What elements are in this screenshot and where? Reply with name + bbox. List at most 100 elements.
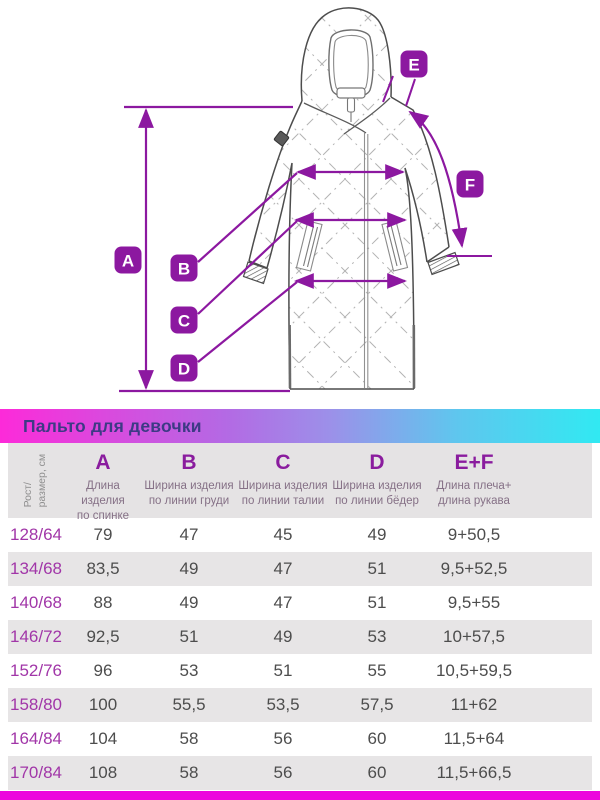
- badge-a: [114, 246, 142, 274]
- badge-b: [170, 254, 198, 282]
- corner-header-label: Рост/ размер, см: [22, 453, 48, 508]
- value-cell: 58: [179, 729, 199, 748]
- column-header-C: C Ширина изделия по линии талии: [236, 443, 330, 518]
- value-cell: 49: [179, 593, 199, 612]
- value-cell: 11,5+66,5: [436, 763, 512, 782]
- column-description: Длина изделия по спинке: [76, 480, 130, 522]
- badge-f: [456, 170, 484, 198]
- value-cell: 60: [367, 763, 387, 782]
- badge-d-label: D: [178, 360, 190, 379]
- value-cell: 51: [179, 627, 199, 646]
- value-cell: 11+62: [450, 695, 498, 714]
- column-letter: C: [275, 451, 291, 474]
- leader-c: [197, 220, 298, 315]
- value-cell: 10,5+59,5: [435, 661, 513, 680]
- value-cell: 9+50,5: [447, 525, 501, 544]
- value-cell: 9,5+52,5: [440, 559, 508, 578]
- size-cell: 170/84: [10, 763, 62, 782]
- value-cell: 57,5: [360, 695, 394, 714]
- value-cell: 56: [273, 763, 293, 782]
- product-banner: Пальто для девочки: [0, 409, 600, 443]
- column-header-A: A Длина изделия по спинке: [64, 443, 142, 522]
- corner-header: Рост/ размер, см: [8, 443, 64, 518]
- size-cell: 140/68: [10, 593, 62, 612]
- table-row: 158/80 100 55,5 53,5 57,5 11+62: [8, 688, 592, 722]
- value-cell: 100: [88, 695, 118, 714]
- value-cell: 96: [93, 661, 113, 680]
- size-cell: 134/68: [10, 559, 62, 578]
- badge-d: [170, 354, 198, 382]
- value-cell: 49: [367, 525, 387, 544]
- sleeve-patch: [273, 130, 290, 147]
- measurement-badges: A B C D E F: [114, 50, 484, 382]
- value-cell: 9,5+55: [447, 593, 501, 612]
- value-cell: 11,5+64: [443, 729, 505, 748]
- hood-opening: [328, 29, 374, 122]
- tick-e-shoulder: [405, 78, 416, 107]
- value-cell: 51: [273, 661, 293, 680]
- coat-measurement-diagram: A B C D E F: [114, 7, 492, 393]
- badge-c: [170, 306, 198, 334]
- value-cell: 79: [93, 525, 113, 544]
- badge-c-label: C: [178, 312, 190, 331]
- leader-b: [197, 172, 298, 263]
- value-cell: 10+57,5: [443, 627, 505, 646]
- value-cell: 47: [273, 559, 293, 578]
- coat-drawing: A B C D E F: [114, 7, 492, 393]
- product-title: Пальто для девочки: [23, 415, 202, 436]
- value-cell: 92,5: [86, 627, 120, 646]
- tick-e-neck: [382, 75, 394, 103]
- leader-d: [197, 281, 298, 363]
- column-header-E+F: E+F Длина плеча+ длина рукава: [424, 443, 592, 518]
- column-header-D: D Ширина изделия по линии бёдер: [330, 443, 424, 518]
- column-letter: B: [181, 451, 197, 474]
- column-description: Длина плеча+ длина рукава: [436, 480, 512, 507]
- value-cell: 53,5: [266, 695, 300, 714]
- badge-b-label: B: [178, 260, 190, 279]
- value-cell: 45: [273, 525, 293, 544]
- side-seams: [288, 324, 416, 389]
- column-description: Ширина изделия по линии груди: [144, 480, 234, 507]
- size-cell: 158/80: [10, 695, 62, 714]
- value-cell: 88: [93, 593, 113, 612]
- value-cell: 58: [179, 763, 199, 782]
- column-description: Ширина изделия по линии бёдер: [332, 480, 422, 507]
- table-row: 170/84 108 58 56 60 11,5+66,5: [8, 756, 592, 790]
- badge-e: [400, 50, 428, 78]
- column-letter: D: [369, 451, 385, 474]
- measurement-lines: [119, 75, 492, 393]
- column-letter: A: [95, 451, 111, 474]
- badge-a-label: A: [122, 252, 134, 271]
- value-cell: 56: [273, 729, 293, 748]
- value-cell: 53: [179, 661, 199, 680]
- arrow-f-sleeve: [408, 110, 468, 248]
- bottom-accent-bar: [0, 791, 600, 800]
- column-header-B: B Ширина изделия по линии груди: [142, 443, 236, 518]
- value-cell: 104: [88, 729, 118, 748]
- value-cell: 49: [273, 627, 293, 646]
- value-cell: 108: [88, 763, 118, 782]
- value-cell: 49: [179, 559, 199, 578]
- quilting-pattern: [249, 7, 449, 390]
- size-table: Рост/ размер, см A Длина изделия по спинк…: [8, 443, 592, 790]
- value-cell: 53: [367, 627, 387, 646]
- value-cell: 47: [179, 525, 199, 544]
- pockets: [295, 220, 409, 272]
- size-cell: 146/72: [10, 627, 62, 646]
- column-description: Ширина изделия по линии талии: [238, 480, 328, 507]
- value-cell: 83,5: [86, 559, 120, 578]
- column-letter: E+F: [454, 451, 494, 474]
- table-row: 146/72 92,5 51 49 53 10+57,5: [8, 620, 592, 654]
- value-cell: 55: [367, 661, 387, 680]
- cuffs: [242, 251, 460, 285]
- value-cell: 55,5: [172, 695, 206, 714]
- value-cell: 47: [273, 593, 293, 612]
- table-header-row: Рост/ размер, см A Длина изделия по спинк…: [8, 443, 592, 522]
